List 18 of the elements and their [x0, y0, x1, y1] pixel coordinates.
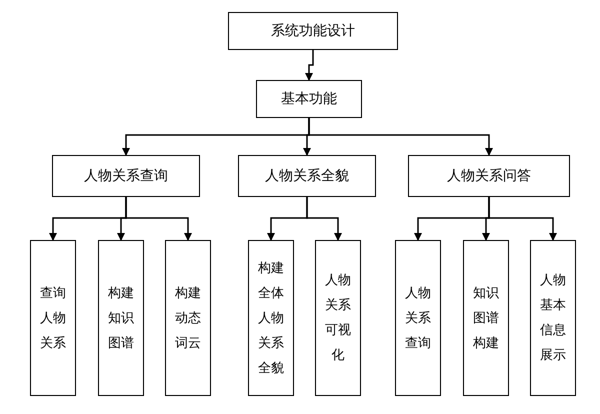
arrow: [305, 50, 314, 81]
arrow: [306, 197, 342, 241]
arrow: [488, 197, 557, 241]
feature-box: 人物关系查询: [395, 240, 441, 396]
feature-box: 人物基本信息展示: [530, 240, 576, 396]
feature-box: 知识图谱构建: [463, 240, 509, 396]
function-box: 系统功能设计: [228, 12, 398, 50]
module-box: 人物关系全貌: [238, 155, 376, 197]
feature-box: 构建动态词云: [165, 240, 211, 396]
module-box: 人物关系问答: [408, 155, 570, 197]
feature-box: 构建知识图谱: [98, 240, 144, 396]
arrow: [308, 118, 493, 156]
function-box: 基本功能: [256, 80, 362, 118]
arrow: [125, 197, 192, 241]
feature-box: 构建全体人物关系全貌: [248, 240, 294, 396]
feature-box: 人物关系可视化: [315, 240, 361, 396]
module-box: 人物关系查询: [52, 155, 200, 197]
feature-box: 查询人物关系: [30, 240, 76, 396]
